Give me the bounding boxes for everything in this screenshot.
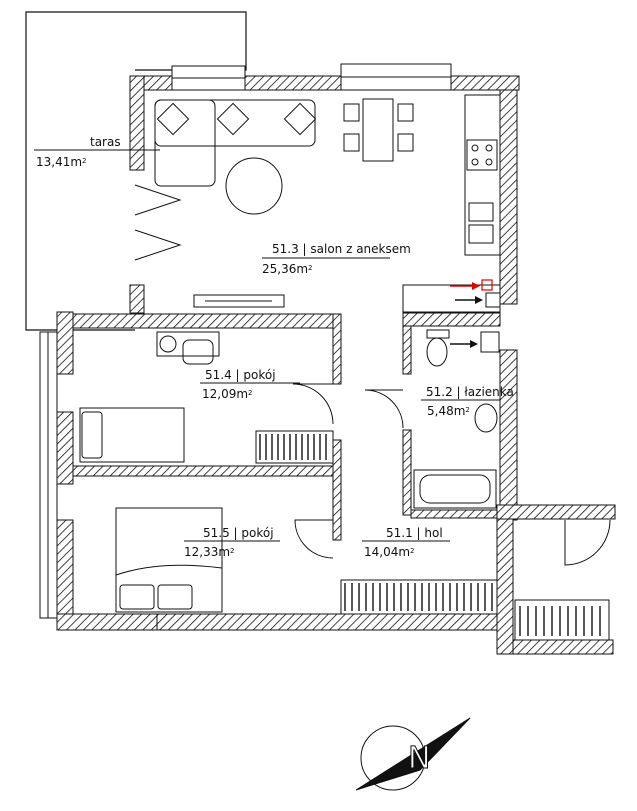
room-label-pokoj2: 51.5 | pokój [203,526,274,540]
room-label-hol: 51.1 | hol [386,526,443,540]
room-area-taras: 13,41m2 [36,155,87,169]
doors [134,184,611,566]
north-arrow-icon: N [355,717,471,791]
north-letter: N [408,741,430,776]
room-area-pokoj2: 12,33m2 [184,545,235,559]
room-area-pokoj1: 12,09m2 [202,387,253,401]
room-label-salon: 51.3 | salon z aneksem [272,242,411,256]
room-label-lazienka: 51.2 | łazienka [426,385,514,399]
room-area-lazienka: 5,48m2 [427,404,470,418]
terrace-outline [25,11,247,331]
room-label-taras: taras [90,135,121,149]
interior-walls [72,311,501,541]
room-area-salon: 25,36m2 [262,262,313,276]
label-lines [34,149,500,542]
room-label-pokoj1: 51.4 | pokój [205,368,276,382]
room-area-hol: 14,04m2 [364,545,415,559]
utility-markers [450,279,501,353]
wardrobe-hatch [259,434,601,636]
windows [39,63,610,641]
